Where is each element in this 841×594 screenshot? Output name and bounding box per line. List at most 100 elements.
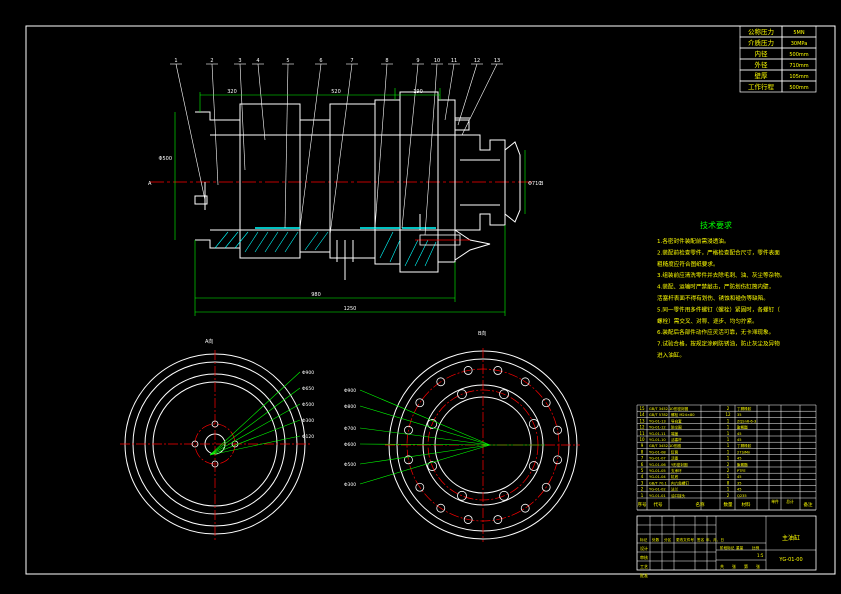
cylinder-outline bbox=[194, 91, 521, 280]
bom-no: 12 bbox=[639, 425, 645, 430]
tech-req-line: 3.组装前应清洗零件并去除毛刺、油、灰尘等杂物。 bbox=[657, 271, 785, 279]
callout-number: 12 bbox=[474, 58, 480, 64]
bom-material: 35 bbox=[737, 413, 742, 417]
bom-name: 法兰 bbox=[671, 487, 679, 492]
bom-name: 油口接头 bbox=[671, 493, 686, 498]
view-a-leader bbox=[209, 371, 301, 456]
view-b-label: Φ300 bbox=[344, 482, 356, 488]
bom-name: Y形密封圈 bbox=[671, 462, 688, 467]
bom-code: YG-01-02 bbox=[649, 488, 666, 492]
bom-name: 螺栓 M24×80 bbox=[671, 412, 695, 417]
spec-value: 710mm bbox=[789, 63, 808, 69]
callout-leader bbox=[444, 63, 455, 121]
view-a-leader bbox=[209, 403, 301, 456]
bom-qty: 1 bbox=[727, 456, 730, 461]
view-b-label: Φ600 bbox=[344, 442, 356, 448]
bom-name: 防尘圈 bbox=[671, 425, 682, 430]
tech-req-line: 2.装配前检查零件，严格检查配合尺寸，零件表面 bbox=[657, 248, 780, 256]
bom-code: YG-01-06 bbox=[649, 463, 666, 467]
title-sheet-label: 第 bbox=[744, 563, 748, 569]
spec-label: 内径 bbox=[755, 49, 769, 58]
spec-label: 工作行程 bbox=[748, 82, 775, 91]
callout-number: 9 bbox=[416, 58, 419, 64]
callout-leader bbox=[211, 63, 219, 186]
bom-qty: 1 bbox=[727, 431, 730, 436]
dim-left-1: Φ500 bbox=[159, 156, 172, 162]
view-b-label: Φ800 bbox=[344, 404, 356, 410]
bolt bbox=[419, 234, 461, 246]
view-a-label: Φ650 bbox=[302, 386, 314, 392]
dim-top-3: 190 bbox=[413, 89, 423, 95]
bom-header-qty: 数量 bbox=[724, 501, 733, 508]
bom-qty: 1 bbox=[727, 487, 730, 492]
view-a-leader bbox=[209, 435, 301, 456]
bom-material: 丁腈橡胶 bbox=[737, 443, 752, 448]
spec-value: 5MN bbox=[793, 30, 804, 36]
bom-no: 13 bbox=[639, 418, 645, 423]
bom-code: YG-01-11 bbox=[649, 432, 666, 436]
callout-leader bbox=[299, 63, 322, 229]
callout-leader bbox=[424, 63, 438, 236]
inner-bolt-hole bbox=[499, 389, 509, 400]
inner-bolt-hole bbox=[457, 490, 467, 501]
outer-bolt-hole bbox=[404, 455, 413, 465]
inner-bolt-hole bbox=[427, 461, 438, 471]
bom-header-name: 名称 bbox=[696, 501, 705, 508]
dimension-texts: 980 1250 320 520 190 Φ500 Φ710 bbox=[159, 89, 542, 312]
bom-name: 内六角螺钉 bbox=[671, 480, 689, 485]
bom-code: YG-01-04 bbox=[649, 475, 666, 479]
title-scale: 1:5 bbox=[757, 553, 764, 558]
bom-qty: 1 bbox=[727, 449, 730, 454]
title-row-label: 签名 bbox=[697, 537, 705, 542]
outer-bolt-hole bbox=[553, 455, 562, 465]
title-row-label: 分区 bbox=[664, 537, 672, 542]
bom-qty: 12 bbox=[725, 412, 731, 417]
view-b-title: B向 bbox=[478, 330, 486, 337]
bom-no: 11 bbox=[639, 431, 645, 436]
bom-name: 支承环 bbox=[671, 468, 682, 473]
title-role-label: 批准 bbox=[640, 572, 648, 578]
view-a-title: A向 bbox=[205, 338, 213, 345]
bom-qty: 2 bbox=[727, 493, 730, 498]
bom-header-code: 代号 bbox=[654, 501, 663, 508]
callout-number: 13 bbox=[494, 58, 500, 64]
bom-no: 7 bbox=[641, 456, 644, 461]
bom-material: 45 bbox=[737, 438, 742, 442]
bom-code: YG-01-10 bbox=[649, 438, 666, 442]
view-a-leader bbox=[209, 387, 301, 456]
tech-req-line: 4.装配、运输时严禁敲击，严防划伤缸筒内壁， bbox=[657, 283, 774, 291]
tech-req-line: 6.装配后各部件动作应灵活可靠，无卡滞现象。 bbox=[657, 328, 774, 336]
spec-value: 30MPa bbox=[791, 41, 808, 47]
view-b-leader bbox=[359, 444, 491, 485]
dim-right-1: Φ710 bbox=[528, 181, 541, 187]
callout-leader bbox=[461, 63, 498, 136]
bom-code: YG-01-13 bbox=[649, 419, 666, 423]
bom-name: 导向套 bbox=[671, 418, 682, 423]
title-block: 标记处数分区更改文件号签名年、月、日设计审核工艺批准阶段标记重量比例1:5共张第… bbox=[636, 515, 817, 578]
bom-no: 2 bbox=[641, 487, 644, 492]
bom-qty: 1 bbox=[727, 418, 730, 423]
bom-name: 缸筒 bbox=[671, 449, 679, 454]
inner-bolt-hole bbox=[528, 419, 539, 429]
bom-qty: 1 bbox=[727, 474, 730, 479]
tech-req-line: 螺栓）需交叉、对称、逐步、均匀拧紧。 bbox=[657, 317, 758, 325]
title-row-label: 标记 bbox=[640, 537, 648, 542]
tech-req-line: 5.同一零件用多件螺钉（螺栓）紧固时，各螺钉（ bbox=[657, 305, 780, 313]
title-row-label: 处数 bbox=[652, 537, 660, 542]
title-sheet-label: 张 bbox=[732, 563, 736, 569]
bom-material: 45 bbox=[737, 475, 742, 479]
spec-value: 500mm bbox=[789, 85, 808, 91]
section-mark-left: A bbox=[148, 181, 152, 187]
bom-code: GB/T 3452.1 bbox=[649, 444, 671, 448]
bom-code: YG-01-12 bbox=[649, 426, 666, 430]
view-b-label: Φ900 bbox=[344, 388, 356, 394]
title-stage-label: 阶段标记 bbox=[720, 545, 735, 550]
bom-no: 1 bbox=[641, 493, 644, 498]
dim-total-length: 1250 bbox=[344, 306, 357, 312]
callout-number: 1 bbox=[174, 58, 177, 64]
bom-name: 活塞杆 bbox=[671, 437, 682, 442]
callout-leader bbox=[175, 63, 206, 201]
